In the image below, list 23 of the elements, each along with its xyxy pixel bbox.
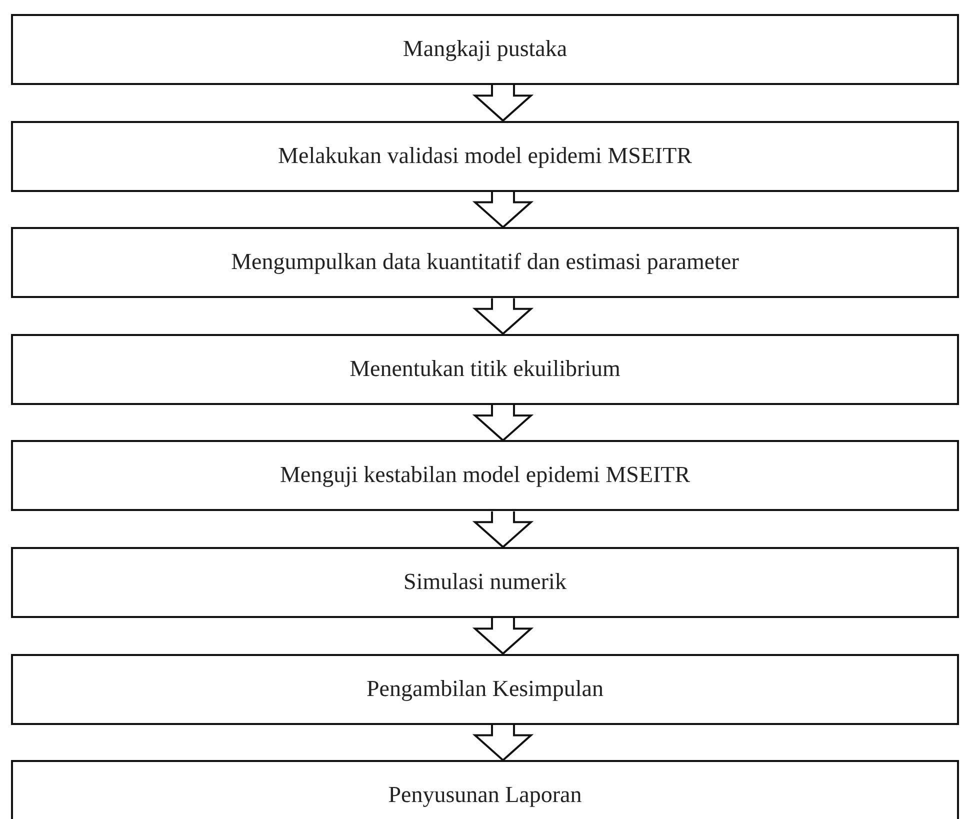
step-label: Menguji kestabilan model epidemi MSEITR (280, 462, 690, 488)
process-box (11, 227, 959, 298)
process-box (11, 654, 959, 725)
step-label: Mengumpulkan data kuantitatif dan estimasi parameter (231, 249, 739, 276)
step-label: Pengambilan Kesimpulan (366, 676, 604, 702)
process-box (11, 14, 959, 85)
process-box (11, 120, 959, 192)
process-box (11, 547, 959, 618)
block-arrow (472, 297, 534, 336)
step-label: Penyusunan Laporan (388, 782, 582, 808)
step-label: Menentukan titik ekuilibrium (350, 356, 620, 382)
block-arrow (472, 84, 534, 122)
block-arrow (472, 724, 534, 762)
block-arrow (472, 404, 534, 442)
block-arrow (472, 510, 534, 548)
step-label: Melakukan validasi model epidemi MSEITR (278, 142, 692, 169)
step-label: Simulasi numerik (404, 569, 566, 595)
process-box (11, 440, 959, 512)
block-arrow (472, 617, 534, 655)
process-box (11, 334, 959, 405)
step-label: Mangkaji pustaka (402, 36, 568, 62)
block-arrow (472, 190, 534, 229)
process-box (11, 760, 959, 819)
